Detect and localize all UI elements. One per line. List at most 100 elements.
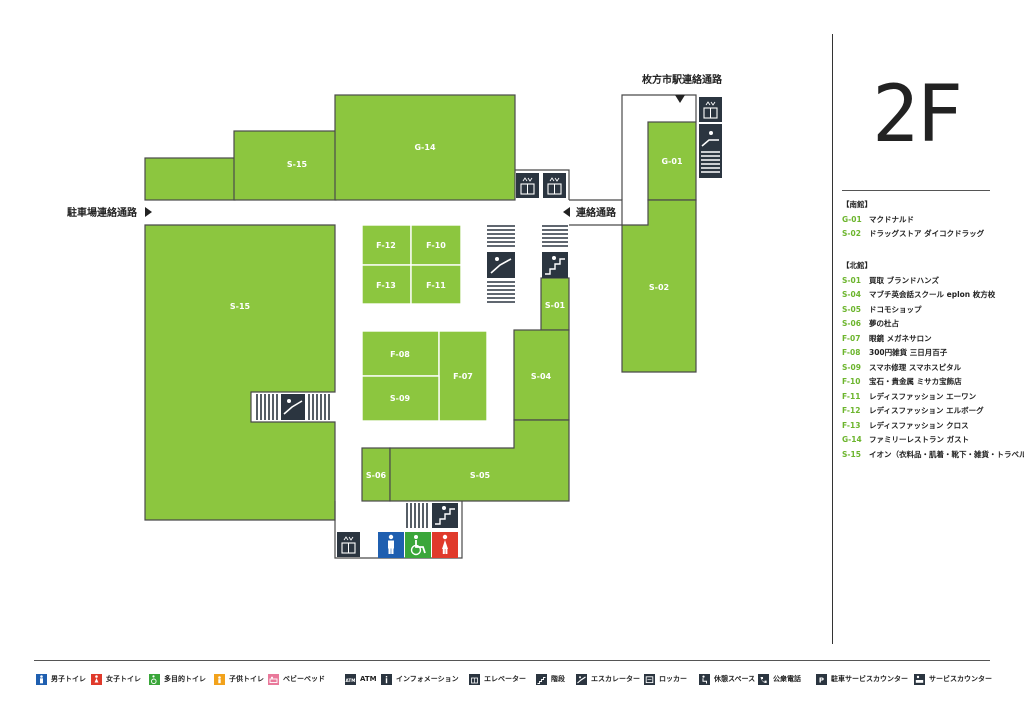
legend-item: ロッカー (644, 673, 687, 685)
shop-area-s06[interactable] (361, 447, 391, 502)
accessible-toilet-icon[interactable] (405, 532, 431, 558)
shop-label-f10: F-10 (426, 241, 446, 250)
elevator-icon[interactable] (699, 97, 722, 122)
shop-code: F-08 (842, 348, 861, 357)
shop-name: 眼鏡 メガネサロン (869, 333, 932, 343)
shop-label-s15-top: S-15 (287, 160, 308, 169)
stairs-icon[interactable] (542, 225, 568, 278)
shop-area-s15-top-left[interactable] (144, 157, 236, 201)
shop-area-s05[interactable] (389, 419, 570, 502)
shop-code: S-15 (842, 449, 861, 459)
female-toilet-icon[interactable] (432, 532, 458, 558)
shop-area-s04[interactable] (513, 329, 570, 421)
male-toilet-icon[interactable] (378, 532, 404, 558)
legend-item: インフォメーション (381, 673, 459, 685)
shop-label-s02: S-02 (649, 283, 669, 292)
parking-counter-icon: P (816, 673, 827, 685)
legend-item: 階段 (536, 673, 565, 685)
directory-item[interactable]: F-10 宝石・貴金属 ミサカ宝飾店 (842, 375, 1022, 390)
corridor-outline-north (515, 169, 570, 200)
shop-code: G-01 (842, 214, 862, 224)
shop-area-f07[interactable] (438, 330, 488, 422)
legend-label: 女子トイレ (106, 675, 141, 683)
escalator-icon[interactable] (487, 225, 515, 303)
elevator-icon[interactable] (337, 532, 360, 557)
escalator-icon (576, 673, 587, 685)
shop-code: S-06 (842, 319, 861, 328)
legend-item: エスカレーター (576, 673, 640, 685)
shop-name: 宝石・貴金属 ミサカ宝飾店 (869, 377, 962, 386)
corridor-arrow-connector[interactable] (563, 207, 570, 217)
shop-code: G-14 (842, 435, 862, 444)
vertical-divider (832, 34, 833, 644)
shop-label-f12: F-12 (376, 241, 396, 250)
shop-label-s01: S-01 (545, 301, 566, 310)
shop-name: マブチ英会話スクール eplon 枚方校 (869, 290, 996, 299)
shop-area-g14[interactable] (334, 94, 516, 201)
directory-item[interactable]: S-05 ドコモショップ (842, 303, 1022, 318)
shop-code: F-11 (842, 391, 861, 401)
female-toilet-icon (91, 673, 102, 685)
shop-area-s15-main[interactable] (144, 224, 336, 521)
corridor-arrow-station[interactable] (675, 95, 685, 103)
shop-area-s15-top[interactable] (233, 130, 337, 201)
escalator-icon[interactable] (256, 394, 330, 420)
directory-item[interactable]: G-14 ファミリーレストラン ガスト (842, 433, 1022, 448)
legend-item: エレベーター (469, 673, 526, 685)
shop-area-s01[interactable] (540, 277, 570, 331)
legend-item: 子供トイレ (214, 673, 264, 685)
shop-label-s06: S-06 (366, 471, 387, 480)
shop-area-f11[interactable] (410, 264, 462, 305)
shop-name: ファミリーレストラン ガスト (869, 435, 970, 444)
legend-label: 男子トイレ (51, 675, 86, 683)
shop-code: F-10 (842, 377, 861, 386)
corridor-label-station: 枚方市駅連絡通路 (642, 73, 723, 86)
legend-label: ATM (360, 675, 377, 683)
shop-area-g01[interactable] (647, 121, 697, 201)
shop-label-s15-main: S-15 (230, 302, 251, 311)
shop-area-f13[interactable] (361, 264, 412, 305)
directory-item[interactable]: S-06 夢の杜占 (842, 317, 1022, 332)
service-counter-icon (914, 673, 925, 685)
shop-name: 300円雑貨 三日月百子 (869, 348, 948, 357)
legend-label: インフォメーション (396, 675, 459, 683)
shop-label-f08: F-08 (390, 350, 410, 359)
shop-code: F-12 (842, 406, 861, 415)
directory-item[interactable]: F-07 眼鏡 メガネサロン (842, 332, 1022, 347)
corridor-arrow-parking[interactable] (145, 207, 152, 217)
shop-code: S-09 (842, 362, 861, 372)
stairs-icon[interactable] (406, 503, 458, 528)
directory-item[interactable]: F-08 300円雑貨 三日月百子 (842, 346, 1022, 361)
info-icon (381, 673, 392, 685)
shop-label-s09: S-09 (390, 394, 411, 403)
legend-label: 子供トイレ (229, 675, 264, 683)
shop-code: S-05 (842, 304, 861, 314)
shop-area-s09[interactable] (361, 375, 440, 422)
escalator-icon[interactable] (699, 124, 722, 178)
shop-area-f10[interactable] (410, 224, 462, 266)
shop-name: イオン（衣料品・肌着・靴下・雑貨・トラベル） (869, 449, 1024, 459)
shop-code: F-07 (842, 333, 861, 343)
shop-name: 夢の杜占 (869, 319, 899, 328)
shop-name: ドコモショップ (869, 304, 922, 314)
elevator-icon[interactable] (516, 173, 539, 198)
directory-item[interactable]: S-15 イオン（衣料品・肌着・靴下・雑貨・トラベル） (842, 448, 1024, 463)
elevator-icon[interactable] (543, 173, 566, 198)
shop-name: スマホ修理 スマホスピタル (869, 362, 962, 372)
legend-label: ベビーベッド (283, 675, 325, 683)
directory-item[interactable]: S-09 スマホ修理 スマホスピタル (842, 361, 1022, 376)
shop-area-s02[interactable] (621, 199, 697, 373)
legend-item: ベビーベッド (268, 673, 325, 685)
shop-label-f11: F-11 (426, 281, 446, 290)
shop-name: 買取 ブランドハンズ (869, 275, 939, 285)
